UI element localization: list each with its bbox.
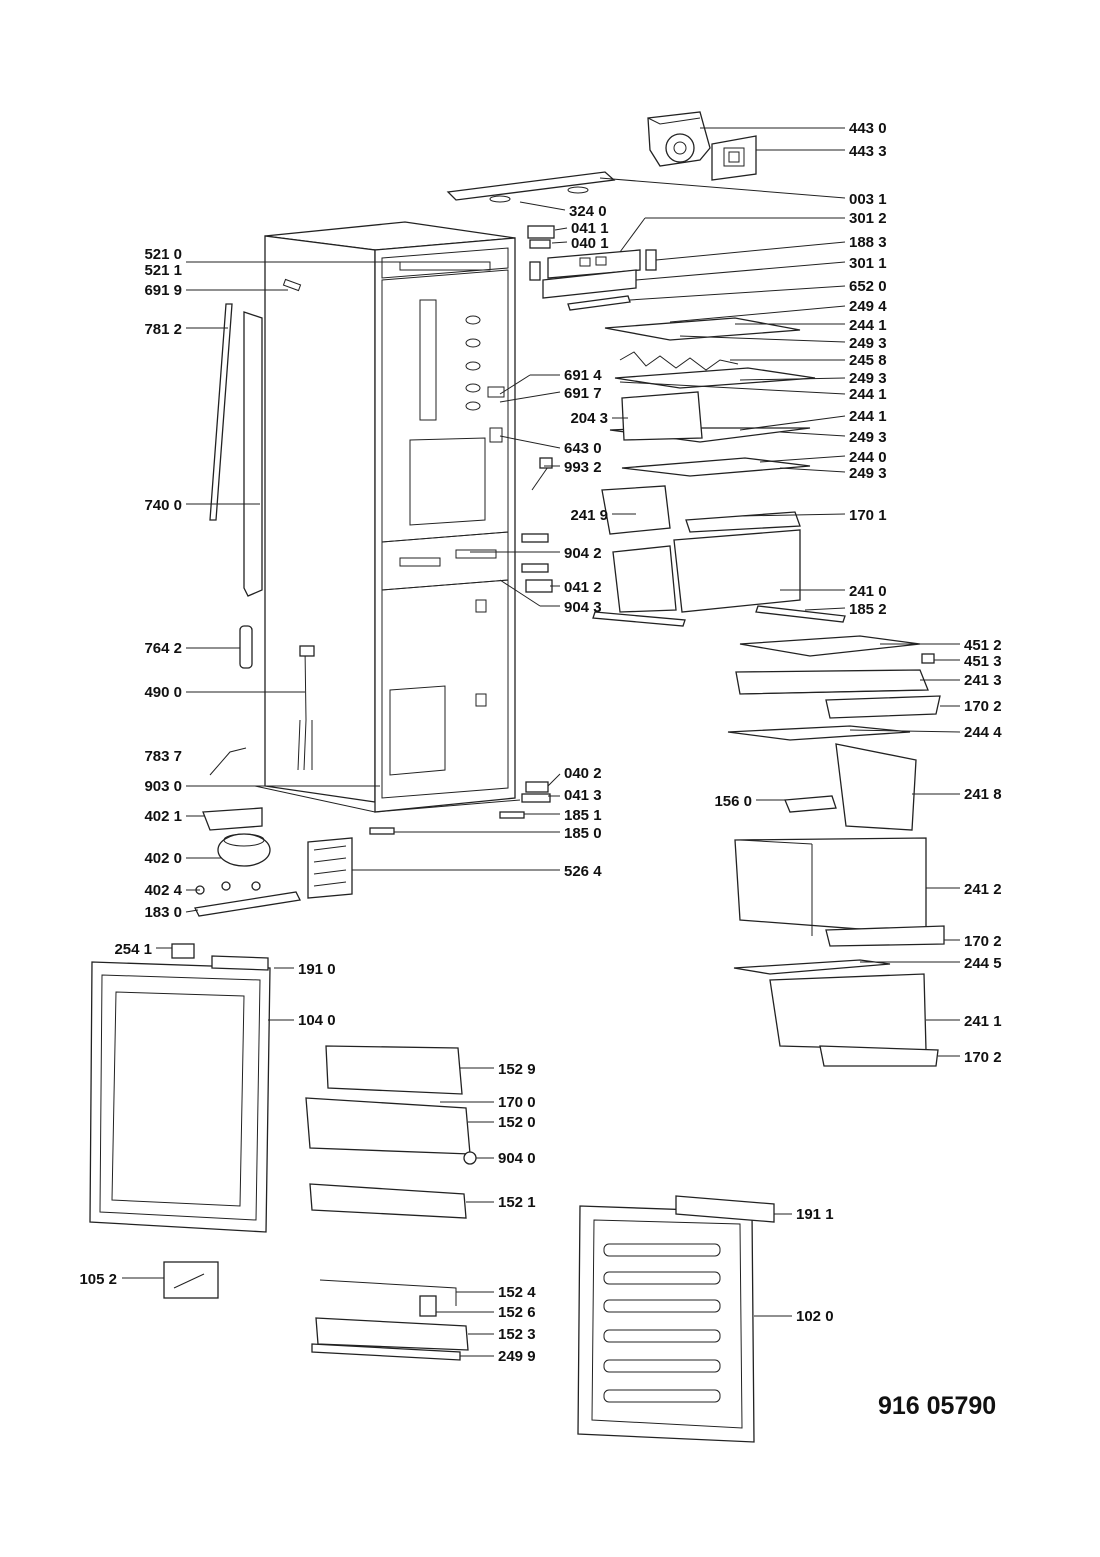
part-callout-0031: 003 1	[849, 191, 887, 208]
part-callout-4020: 402 0	[144, 850, 182, 867]
part-callout-1702c: 170 2	[964, 1049, 1002, 1066]
part-callout-1040: 104 0	[298, 1012, 336, 1029]
part-callout-1520: 152 0	[498, 1114, 536, 1131]
part-callout-1850: 185 0	[564, 825, 602, 842]
part-callout-5210: 521 0	[144, 246, 182, 263]
part-callout-1526: 152 6	[498, 1304, 536, 1321]
part-callout-2412: 241 2	[964, 881, 1002, 898]
shelves-drawing	[604, 317, 816, 477]
part-callout-2418: 241 8	[964, 786, 1002, 803]
part-callout-6430: 643 0	[564, 440, 602, 457]
part-callout-2493b: 249 3	[849, 370, 887, 387]
part-callout-3011: 301 1	[849, 255, 887, 272]
part-callout-2494: 249 4	[849, 298, 887, 315]
part-callout-2441a: 244 1	[849, 317, 887, 334]
part-callout-4021: 402 1	[144, 808, 182, 825]
part-callout-2441c: 244 1	[849, 408, 887, 425]
part-callout-1560: 156 0	[714, 793, 752, 810]
part-callout-0411: 041 1	[571, 220, 609, 237]
part-callout-2493a: 249 3	[849, 335, 887, 352]
part-callout-2458: 245 8	[849, 352, 887, 369]
part-callout-4900: 490 0	[144, 684, 182, 701]
part-callout-0402: 040 2	[564, 765, 602, 782]
part-callout-1702a: 170 2	[964, 698, 1002, 715]
part-callout-1700: 170 0	[498, 1094, 536, 1111]
part-callout-3012: 301 2	[849, 210, 887, 227]
part-callout-9040: 904 0	[498, 1150, 536, 1167]
part-callout-0412: 041 2	[564, 579, 602, 596]
part-callout-6914: 691 4	[564, 367, 602, 384]
part-callout-1883: 188 3	[849, 234, 887, 251]
part-callout-4430: 443 0	[849, 120, 887, 137]
part-callout-2043: 204 3	[570, 410, 608, 427]
part-callout-3240: 324 0	[569, 203, 607, 220]
part-callout-1524: 152 4	[498, 1284, 536, 1301]
part-callout-1911: 191 1	[796, 1206, 834, 1223]
fan-grille-drawing	[711, 135, 757, 181]
part-callout-2419: 241 9	[570, 507, 608, 524]
part-callout-2493c: 249 3	[849, 429, 887, 446]
part-callout-0413: 041 3	[564, 787, 602, 804]
part-callout-5211: 521 1	[144, 262, 182, 279]
part-callout-2444: 244 4	[964, 724, 1002, 741]
part-callout-2440: 244 0	[849, 449, 887, 466]
part-callout-1830: 183 0	[144, 904, 182, 921]
leader-lines	[122, 127, 961, 1357]
fan-motor-drawing	[647, 111, 711, 167]
part-callout-4513: 451 3	[964, 653, 1002, 670]
part-callout-6917: 691 7	[564, 385, 602, 402]
part-callout-1521: 152 1	[498, 1194, 536, 1211]
part-callout-1020: 102 0	[796, 1308, 834, 1325]
freezer-door-drawing	[577, 1195, 775, 1443]
part-callout-9043: 904 3	[564, 599, 602, 616]
part-callout-9030: 903 0	[144, 778, 182, 795]
part-callout-1910: 191 0	[298, 961, 336, 978]
top-cover-drawing	[446, 171, 616, 203]
part-callout-1701: 170 1	[849, 507, 887, 524]
part-callout-4024: 402 4	[144, 882, 182, 899]
cabinet-small-parts-drawing	[369, 457, 553, 835]
part-callout-1851: 185 1	[564, 807, 602, 824]
part-callout-1852: 185 2	[849, 601, 887, 618]
part-callout-1529: 152 9	[498, 1061, 536, 1078]
part-callout-0401: 040 1	[571, 235, 609, 252]
part-callout-2411: 241 1	[964, 1013, 1002, 1030]
part-callout-1052: 105 2	[79, 1271, 117, 1288]
part-callout-2413: 241 3	[964, 672, 1002, 689]
fridge-door-drawing	[89, 943, 271, 1299]
part-callout-2493d: 249 3	[849, 465, 887, 482]
part-callout-6520: 652 0	[849, 278, 887, 295]
part-callout-2541: 254 1	[114, 941, 152, 958]
part-callout-9042: 904 2	[564, 545, 602, 562]
part-callout-4512: 451 2	[964, 637, 1002, 654]
part-callout-2445: 244 5	[964, 955, 1002, 972]
part-callout-1523: 152 3	[498, 1326, 536, 1343]
door-balconies-drawing	[305, 1045, 477, 1361]
part-callout-2441b: 244 1	[849, 386, 887, 403]
part-callout-2499: 249 9	[498, 1348, 536, 1365]
drawers-drawing	[592, 485, 945, 1067]
part-callout-2410: 241 0	[849, 583, 887, 600]
part-callout-6919: 691 9	[144, 282, 182, 299]
control-parts-drawing	[527, 225, 657, 311]
part-callout-7837: 783 7	[144, 748, 182, 765]
part-callout-7642: 764 2	[144, 640, 182, 657]
part-callout-7812: 781 2	[144, 321, 182, 338]
part-callout-4433: 443 3	[849, 143, 887, 160]
part-callout-9932: 993 2	[564, 459, 602, 476]
part-callout-5264: 526 4	[564, 863, 602, 880]
part-callout-1702b: 170 2	[964, 933, 1002, 950]
document-number: 916 05790	[878, 1392, 996, 1420]
part-callout-7400: 740 0	[144, 497, 182, 514]
left-side-parts-drawing	[194, 278, 353, 917]
cabinet-drawing	[254, 221, 521, 813]
